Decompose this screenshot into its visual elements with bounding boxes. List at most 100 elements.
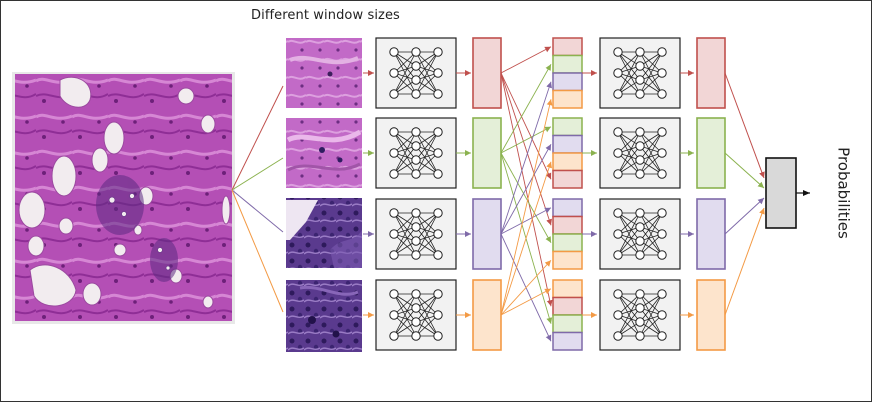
network-node — [411, 61, 421, 71]
patch-window-4 — [286, 280, 362, 352]
cross-arrow-orange-0 — [500, 99, 553, 316]
feature-box-stage2-red — [696, 37, 726, 109]
network-edge — [393, 212, 417, 256]
network-edge — [415, 226, 439, 256]
network-edge — [617, 293, 641, 337]
network-node — [433, 89, 443, 99]
network-stage2-purple — [599, 198, 681, 270]
cross-arrow-red-0 — [500, 46, 552, 74]
network-node — [411, 47, 421, 57]
network-edge — [393, 131, 417, 161]
network-node — [411, 222, 421, 232]
network-edge — [415, 307, 439, 337]
cross-arrow-orange-1 — [500, 161, 552, 316]
network-edge — [415, 72, 439, 95]
feature-box-stage2-orange — [696, 279, 726, 351]
network-edge — [617, 51, 641, 74]
cross-arrow-red-1 — [500, 72, 552, 180]
cross-arrow-orange-2 — [500, 259, 552, 316]
network-node — [613, 331, 623, 341]
network-node — [635, 169, 645, 179]
network-edge — [393, 212, 417, 235]
concat-segment-2-orange — [552, 250, 583, 270]
network-node — [389, 169, 399, 179]
concat-segment-2-red — [552, 215, 583, 235]
network-edge — [415, 293, 439, 323]
arrow-to-output-red — [724, 72, 765, 179]
cross-arrow-green-0 — [500, 64, 552, 154]
network-node — [433, 127, 443, 137]
network-edge — [393, 131, 417, 175]
network-node — [411, 141, 421, 151]
tissue-image — [12, 72, 235, 324]
cross-arrow-green-1 — [500, 126, 552, 154]
concat-segment-3-green — [552, 314, 583, 334]
network-edge — [393, 314, 417, 337]
network-edge — [617, 72, 641, 95]
network-node — [433, 148, 443, 158]
network-layers — [363, 37, 765, 351]
arrow-to-output-purple — [724, 197, 765, 235]
network-edge — [617, 233, 641, 256]
network-edge — [393, 145, 417, 175]
network-edge — [639, 293, 663, 337]
network-edge — [617, 293, 641, 323]
network-node — [657, 310, 667, 320]
arrow-to-output-orange — [724, 207, 765, 316]
network-node — [411, 236, 421, 246]
caption-window-sizes: Different window sizes — [251, 8, 400, 23]
network-node — [635, 208, 645, 218]
network-edge — [415, 51, 439, 74]
network-node — [433, 250, 443, 260]
network-stage2-red — [599, 37, 681, 109]
network-edge — [415, 233, 439, 256]
network-edge — [617, 314, 641, 337]
network-node — [389, 89, 399, 99]
feature-box-stage2-green — [696, 117, 726, 189]
arrow-to-output-green — [724, 152, 765, 189]
concat-segment-1-red — [552, 169, 583, 189]
network-node — [635, 61, 645, 71]
network-node — [635, 250, 645, 260]
network-stage1-red — [375, 37, 457, 109]
network-node — [657, 250, 667, 260]
network-edge — [617, 131, 641, 175]
network-node — [657, 89, 667, 99]
feature-box-stage2-purple — [696, 198, 726, 270]
network-edge — [415, 314, 439, 337]
patch-window-3 — [286, 198, 362, 268]
concat-segment-3-orange — [552, 279, 583, 299]
network-edge — [639, 212, 663, 256]
network-edge — [617, 226, 641, 256]
network-edge — [639, 212, 663, 235]
network-edge — [393, 152, 417, 175]
network-edge — [393, 51, 417, 95]
network-edge — [639, 145, 663, 175]
network-node — [613, 89, 623, 99]
network-node — [411, 317, 421, 327]
network-node — [389, 289, 399, 299]
network-node — [635, 89, 645, 99]
feature-box-stage1-green — [472, 117, 502, 189]
cross-arrow-purple-1 — [500, 144, 552, 235]
fanout-lines — [231, 85, 284, 313]
network-edge — [617, 307, 641, 337]
network-edge — [393, 307, 417, 337]
network-edge — [639, 226, 663, 256]
network-node — [411, 250, 421, 260]
network-node — [635, 317, 645, 327]
network-edge — [415, 131, 439, 154]
network-node — [613, 148, 623, 158]
network-node — [657, 47, 667, 57]
network-edge — [415, 145, 439, 175]
network-edge — [617, 131, 641, 154]
network-node — [411, 331, 421, 341]
cross-arrow-purple-0 — [500, 81, 552, 235]
network-edge — [393, 293, 417, 316]
network-edge — [415, 51, 439, 81]
feature-box-stage1-orange — [472, 279, 502, 351]
network-node — [613, 310, 623, 320]
network-node — [657, 148, 667, 158]
concat-segment-1-purple — [552, 134, 583, 154]
network-edge — [639, 293, 663, 323]
